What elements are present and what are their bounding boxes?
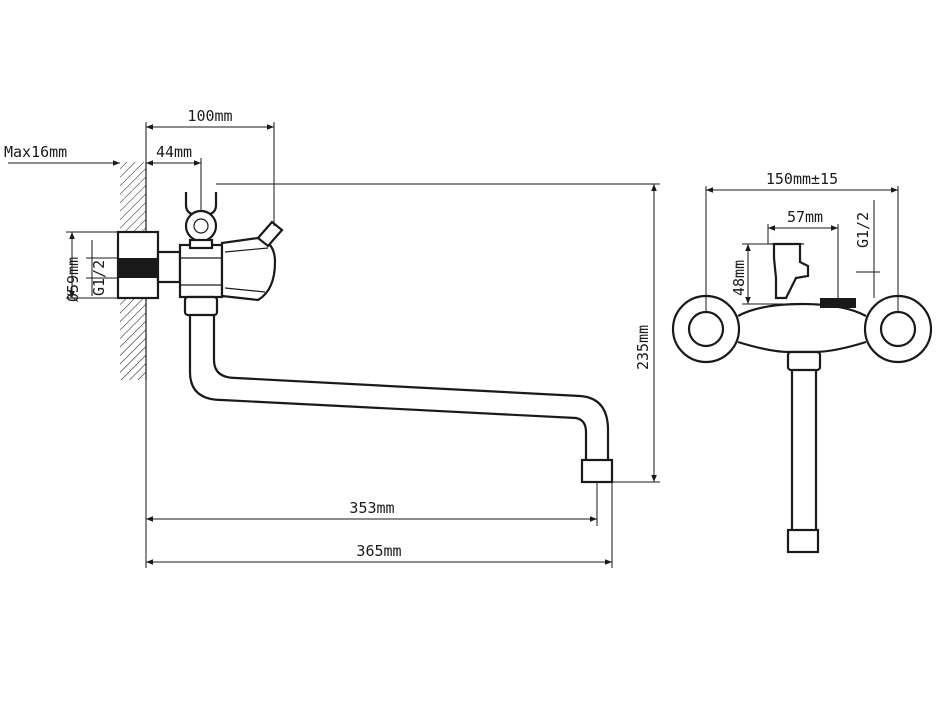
label-57mm: 57mm [787, 208, 823, 226]
dim-48mm: 48mm [730, 243, 820, 305]
front-valve-cap [820, 298, 856, 308]
dim-44mm: 44mm [146, 143, 202, 212]
front-shower-holder [772, 242, 810, 300]
side-view: 100mm Max16mm 44mm Ø59mm G1/2 [4, 107, 660, 568]
aerator [580, 458, 614, 484]
outlet-nut [183, 295, 219, 317]
label-44mm: 44mm [156, 143, 192, 161]
label-48mm: 48mm [730, 260, 748, 296]
dim-g12-side: G1/2 [86, 240, 118, 296]
wall-fitting [116, 230, 182, 300]
label-100mm: 100mm [187, 107, 232, 125]
label-g12-front: G1/2 [854, 212, 872, 248]
dim-353mm: 353mm [145, 380, 598, 568]
label-353mm: 353mm [349, 499, 394, 517]
spout-pipe-inner [212, 315, 610, 462]
front-body [737, 302, 867, 354]
dim-max16mm: Max16mm [4, 143, 120, 166]
label-235mm: 235mm [634, 325, 652, 370]
spout-pipe [188, 315, 588, 462]
dim-59mm: Ø59mm [64, 231, 118, 302]
dim-57mm: 57mm [767, 208, 839, 298]
label-365mm: 365mm [356, 542, 401, 560]
dim-150mm: 150mm±15 [705, 170, 899, 312]
dim-235mm: 235mm [216, 183, 660, 483]
front-aerator [786, 528, 820, 554]
label-g12-side: G1/2 [90, 260, 108, 296]
dim-100mm: 100mm [145, 107, 275, 226]
front-spout-nut [786, 350, 822, 372]
dim-g12-front: G1/2 [854, 200, 880, 298]
label-max16mm: Max16mm [4, 143, 67, 161]
dim-365mm: 365mm [146, 482, 613, 568]
front-spout-pipe [790, 370, 818, 534]
valve-body [178, 220, 284, 302]
label-150mm: 150mm±15 [766, 170, 838, 188]
front-view: 150mm±15 57mm 48mm G1/2 [671, 170, 933, 554]
label-59mm: Ø59mm [64, 257, 82, 302]
